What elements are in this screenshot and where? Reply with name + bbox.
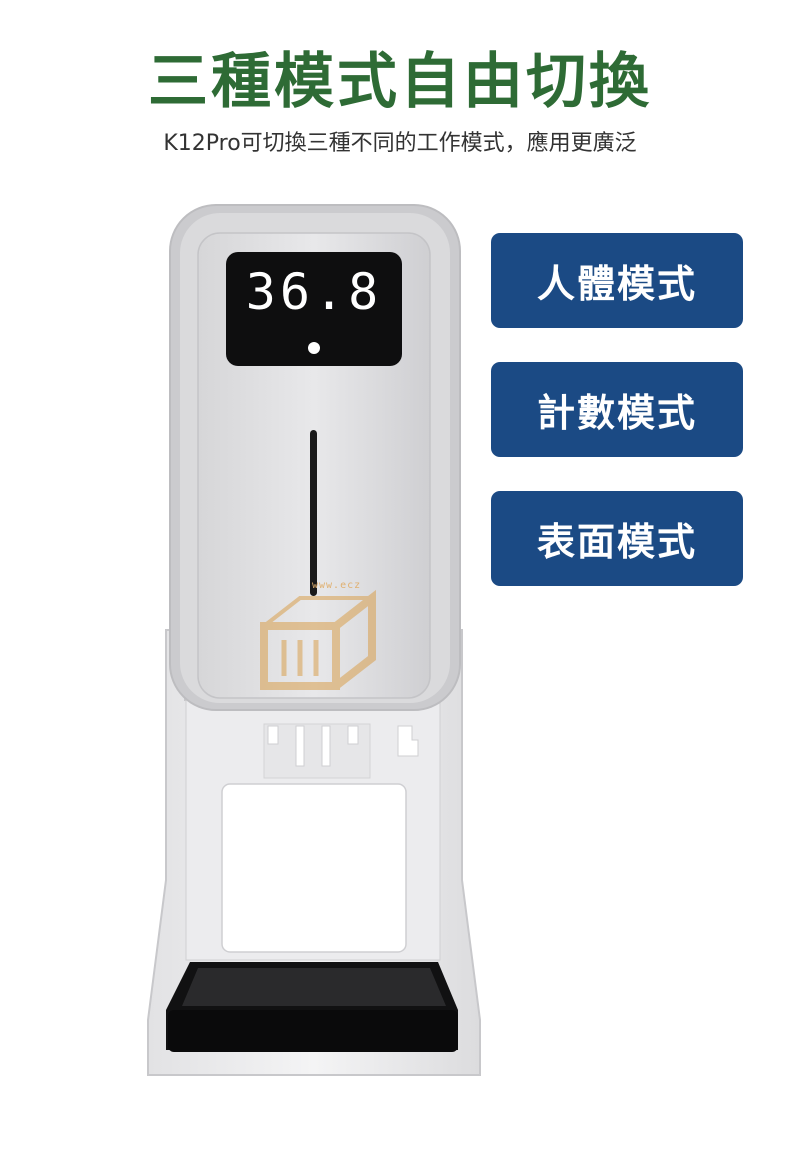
watermark-text: www.ecz [312,580,362,591]
vents [263,723,419,779]
mode-button-surface[interactable]: 表面模式 [491,491,743,586]
temperature-screen [226,252,402,366]
sensor-dot-icon [308,342,320,354]
mode-button-body[interactable]: 人體模式 [491,233,743,328]
mode-button-count[interactable]: 計數模式 [491,362,743,457]
page-subtitle: K12Pro可切換三種不同的工作模式，應用更廣泛 [163,131,637,156]
watermark-logo [260,589,376,690]
temperature-readout: 36.8 [245,263,383,321]
sensor-slot [310,430,317,596]
stand-cutout [221,783,407,953]
page-title: 三種模式自由切換 [148,47,652,117]
drip-tray [166,962,458,1052]
